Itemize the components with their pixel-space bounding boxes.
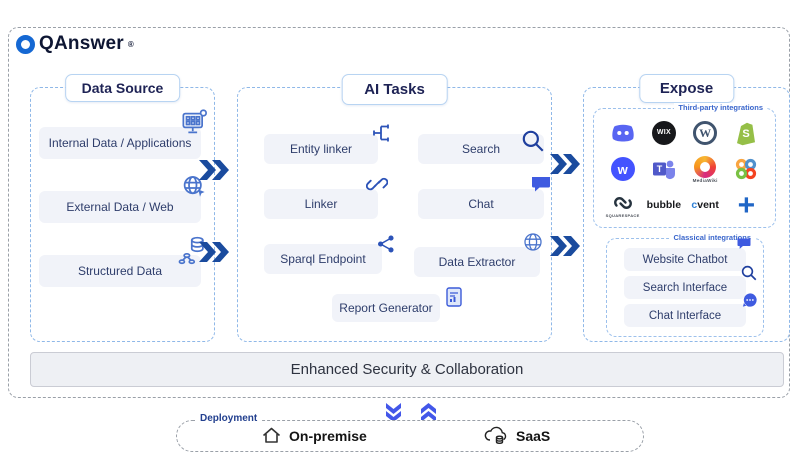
third-party-integrations-box: Third-party integrations WIX W: [593, 103, 776, 228]
deployment-label: Deployment: [195, 413, 263, 424]
cloud-database-icon: [483, 424, 509, 449]
link-icon: [365, 173, 389, 198]
flow-arrow-up-icon: [421, 403, 436, 422]
item-external-data: External Data / Web: [39, 176, 205, 223]
database-network-icon: [177, 234, 209, 269]
report-document-icon: [444, 286, 464, 311]
item-search-interface: Search Interface: [624, 265, 757, 299]
deployment-option-on-premise: On-premise: [261, 421, 367, 451]
qanswer-logo-icon: [16, 34, 35, 54]
item-internal-data: Internal Data / Applications: [39, 109, 207, 159]
item-sparql-endpoint: Sparql Endpoint: [264, 235, 394, 274]
item-search: Search: [418, 130, 544, 164]
apps-monitor-icon: [179, 108, 209, 141]
svg-text:T: T: [657, 164, 663, 174]
item-chat-interface-label: Chat Interface: [648, 309, 722, 322]
qanswer-logo: QAnswer ®: [16, 33, 134, 55]
third-party-logo-grid: WIX W S w: [602, 115, 767, 223]
flow-arrow-down-icon: [386, 403, 401, 422]
item-search-interface-label: Search Interface: [642, 281, 728, 294]
search-icon: [520, 128, 546, 157]
expose-title: Expose: [638, 74, 735, 103]
entity-linker-icon: [372, 122, 394, 147]
wordpress-logo-icon: W: [693, 120, 718, 145]
item-data-extractor-label: Data Extractor: [438, 255, 516, 269]
joomla-logo-icon: [734, 157, 758, 181]
security-collaboration-bar: Enhanced Security & Collaboration: [30, 352, 784, 387]
data-source-section: Data Source Internal Data / Applications…: [30, 74, 215, 342]
share-nodes-icon: [376, 234, 396, 257]
squarespace-logo-icon: SQUARESPACE: [606, 193, 640, 218]
registered-mark: ®: [127, 39, 134, 49]
item-website-chatbot: Website Chatbot: [624, 238, 751, 271]
flow-arrow-right-icon: [199, 160, 229, 180]
item-chat-interface: Chat Interface: [624, 293, 757, 327]
deployment-box: Deployment On-premise SaaS: [176, 413, 644, 452]
item-sparql-endpoint-label: Sparql Endpoint: [280, 252, 366, 266]
qanswer-logo-text: QAnswer: [39, 33, 124, 54]
security-collaboration-label: Enhanced Security & Collaboration: [290, 361, 524, 378]
item-report-generator: Report Generator: [332, 287, 462, 322]
data-source-title: Data Source: [64, 74, 181, 102]
search-icon: [740, 264, 758, 285]
discord-logo-icon: [610, 122, 636, 144]
item-chat-label: Chat: [468, 197, 494, 211]
ai-tasks-title: AI Tasks: [341, 74, 448, 105]
mediawiki-logo-icon: MediaWiki: [693, 155, 718, 184]
item-chat: Chat: [418, 177, 550, 219]
chat-bubble-icon: [736, 237, 752, 253]
more-integrations-plus-icon: +: [737, 188, 756, 222]
svg-text:S: S: [743, 128, 750, 140]
saas-label: SaaS: [516, 428, 551, 444]
item-structured-data-label: Structured Data: [77, 264, 163, 278]
expose-section: Expose Third-party integrations WIX W: [583, 74, 790, 342]
item-entity-linker-label: Entity linker: [289, 142, 353, 156]
flow-arrow-right-icon: [550, 154, 580, 174]
item-data-extractor: Data Extractor: [414, 233, 542, 277]
item-report-generator-label: Report Generator: [339, 301, 433, 315]
globe-cursor-icon: [179, 172, 209, 205]
chat-bubble-icon: [530, 175, 552, 196]
webflow-logo-icon: w: [610, 157, 635, 182]
item-linker-label: Linker: [304, 197, 338, 211]
shopify-logo-icon: S: [734, 120, 758, 146]
item-external-data-label: External Data / Web: [66, 200, 174, 214]
on-premise-label: On-premise: [289, 428, 367, 444]
item-website-chatbot-label: Website Chatbot: [642, 253, 728, 266]
third-party-integrations-label: Third-party integrations: [674, 103, 767, 112]
bubble-logo-icon: bubble: [646, 199, 682, 212]
cvent-logo-icon: cvent: [691, 199, 719, 212]
flow-arrow-right-icon: [550, 236, 580, 256]
item-entity-linker: Entity linker: [264, 124, 389, 164]
deployment-option-saas: SaaS: [483, 421, 550, 451]
item-structured-data: Structured Data: [39, 236, 204, 287]
item-internal-data-label: Internal Data / Applications: [48, 136, 192, 150]
ai-tasks-section: AI Tasks Entity linker Search Linker: [237, 74, 552, 342]
wix-logo-icon: WIX: [651, 120, 676, 145]
microsoft-teams-logo-icon: T: [651, 157, 677, 181]
item-linker: Linker: [264, 177, 389, 219]
item-search-label: Search: [461, 142, 501, 156]
classical-integrations-label: Classical integrations: [669, 233, 755, 242]
flow-arrow-right-icon: [199, 242, 229, 262]
house-icon: [261, 425, 282, 448]
globe-icon: [522, 231, 544, 256]
chat-dots-icon: [742, 292, 758, 311]
classical-integrations-box: Classical integrations Website Chatbot S…: [606, 233, 764, 337]
